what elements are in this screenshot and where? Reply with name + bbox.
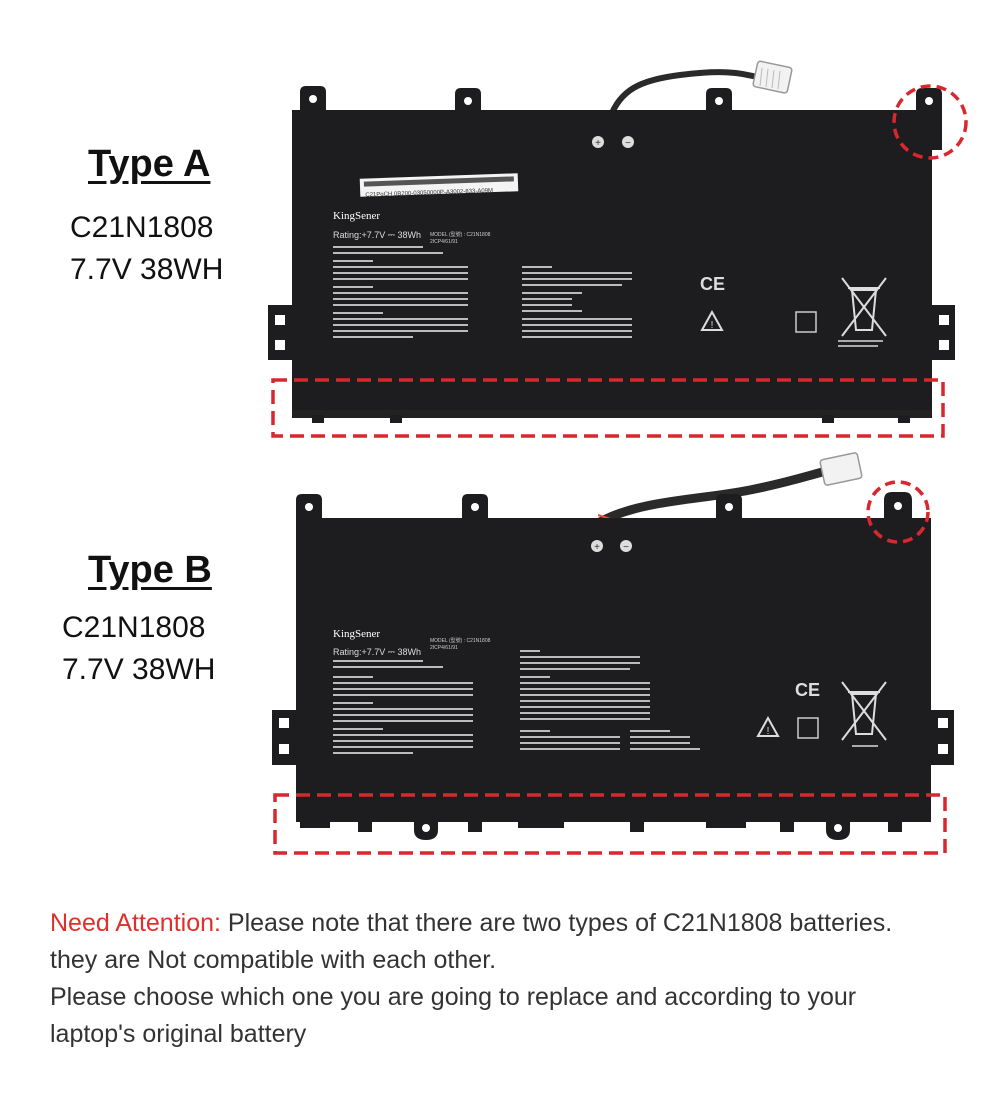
type-b-model: C21N1808	[62, 611, 206, 644]
svg-text:!: !	[767, 726, 770, 737]
type-b-recycle-icon	[797, 717, 819, 739]
type-b-model-label: MODEL (型號) : C21N1808	[430, 637, 491, 644]
type-b-rating: Rating:+7.7V ⎓ 38Wh	[333, 647, 421, 657]
notice-line-3: Please choose which one you are going to…	[50, 983, 857, 1011]
type-b-corner-highlight	[866, 480, 930, 544]
svg-text:!: !	[711, 320, 714, 331]
type-b-ce-icon: CE	[795, 680, 820, 700]
type-a-recycle-icon	[795, 311, 817, 333]
type-b-title: Type B	[88, 549, 212, 591]
type-a-model: C21N1808	[70, 211, 214, 244]
type-a-model-label: MODEL (型號) : C21N1808	[430, 231, 491, 238]
type-b-weee-bin-icon	[841, 681, 887, 741]
notice-line-4: laptop's original battery	[50, 1020, 307, 1048]
attention-notice: Need Attention: Please note that there a…	[50, 905, 980, 1053]
attention-label: Need Attention:	[50, 909, 221, 937]
notice-line-2: they are Not compatible with each other.	[50, 946, 497, 974]
type-a-barcode-text: C21PqCH 0B200-03050000P-A3002-833-A09M	[365, 188, 493, 198]
type-a-ce-icon: CE	[700, 274, 725, 294]
type-a-corner-highlight	[892, 84, 968, 160]
notice-line-1: Need Attention: Please note that there a…	[50, 905, 980, 942]
type-b-warning-icon	[756, 715, 780, 737]
battery-type-a: + − C21PqCH 0B200-03050000P-A3002-833-A0…	[268, 60, 968, 438]
type-a-rating: Rating:+7.7V ⎓ 38Wh	[333, 230, 421, 240]
type-a-warning-icon	[700, 309, 724, 331]
type-a-spec: 7.7V 38WH	[70, 253, 224, 286]
notice-line-1-text: Please note that there are two types of …	[220, 909, 893, 937]
svg-text:+: +	[594, 542, 600, 553]
svg-text:−: −	[625, 138, 631, 149]
type-a-cell-code: 2ICP4/61/91	[430, 239, 458, 245]
type-b-bottom-highlight	[273, 793, 947, 855]
svg-text:−: −	[623, 542, 629, 553]
type-a-brand: KingSener	[333, 210, 380, 222]
type-a-weee-bin-icon	[841, 277, 887, 337]
type-a-title: Type A	[88, 143, 211, 185]
battery-illustrations: + − C21PqCH 0B200-03050000P-A3002-833-A0…	[268, 60, 968, 855]
type-b-brand: KingSener	[333, 628, 380, 640]
type-a-bottom-highlight	[271, 378, 945, 438]
battery-type-b: + − KingSener Rating:+7.7V ⎓ 38Wh MODEL …	[272, 452, 954, 855]
svg-text:+: +	[595, 138, 601, 149]
type-b-spec: 7.7V 38WH	[62, 653, 216, 686]
type-b-cell-code: 2ICP4/61/91	[430, 645, 458, 651]
